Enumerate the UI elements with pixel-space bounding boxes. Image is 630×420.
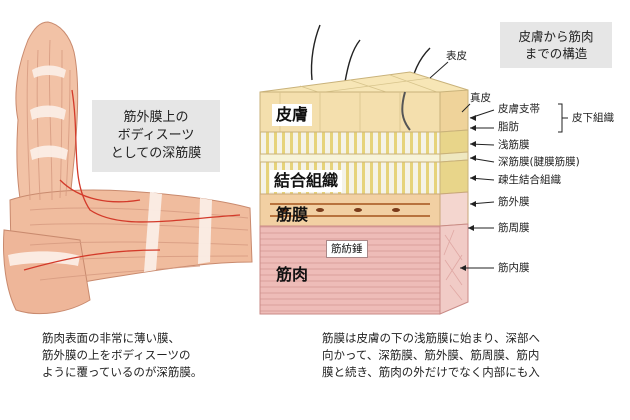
- left-caption-line-1: 筋肉表面の非常に薄い膜、: [42, 331, 180, 345]
- label-loose-connective-tissue: 疎生結合組織: [498, 174, 561, 186]
- block-label-skin: 皮膚: [272, 104, 313, 126]
- tissue-block-diagram: [259, 24, 469, 315]
- subcutaneous-bracket: [558, 103, 568, 133]
- left-info-box: 筋外膜上の ボディスーツ としての深筋膜: [92, 100, 220, 172]
- left-caption-line-2: 筋外膜の上をボディスーツの: [42, 348, 191, 362]
- left-box-line-2: ボディスーツ: [117, 128, 195, 143]
- hair-follicle: [401, 91, 411, 131]
- label-perimysium: 筋周膜: [498, 222, 530, 234]
- superficial-fascia-layer: [259, 153, 441, 163]
- left-box-line-3: としての深筋膜: [110, 146, 202, 161]
- label-deep-fascia: 深筋膜(腱膜筋膜): [498, 156, 580, 168]
- right-box-line-1: 皮膚から筋肉: [518, 29, 594, 44]
- left-caption-line-3: ように覆っているのが深筋膜。: [42, 365, 203, 379]
- block-label-connective-tissue: 結合組織: [270, 170, 343, 192]
- right-caption-line-2: 向かって、深筋膜、筋外膜、筋周膜、筋内: [322, 348, 540, 362]
- hair-1: [310, 24, 321, 81]
- block-label-muscle-spindle: 筋紡錘: [326, 240, 368, 258]
- label-epidermis: 表皮: [446, 50, 467, 62]
- right-box-line-2: までの構造: [524, 46, 588, 61]
- label-skin-retinacula: 皮膚支帯: [498, 103, 540, 115]
- subcutaneous-layer: [259, 131, 441, 155]
- label-fat: 脂肪: [498, 121, 519, 133]
- label-dermis: 真皮: [470, 92, 491, 104]
- arm-illustration: [3, 21, 253, 315]
- left-box-line-1: 筋外膜上の: [123, 110, 189, 125]
- block-label-fascia: 筋膜: [276, 205, 309, 224]
- left-caption: 筋肉表面の非常に薄い膜、 筋外膜の上をボディスーツの ように覆っているのが深筋膜…: [42, 330, 262, 381]
- block-label-muscle: 筋肉: [276, 265, 309, 284]
- right-info-box: 皮膚から筋肉 までの構造: [500, 22, 612, 68]
- label-epimysium: 筋外膜: [498, 196, 530, 208]
- right-caption-line-1: 筋膜は皮膚の下の浅筋膜に始まり、深部へ: [322, 331, 541, 345]
- label-superficial-fascia: 浅筋膜: [498, 139, 530, 151]
- elbow: [3, 229, 91, 315]
- right-caption: 筋膜は皮膚の下の浅筋膜に始まり、深部へ 向かって、深筋膜、筋外膜、筋周膜、筋内 …: [322, 330, 622, 381]
- label-endomysium: 筋内膜: [498, 262, 530, 274]
- hair-2: [344, 39, 361, 83]
- right-caption-line-3: 膜と続き、筋肉の外だけでなく内部にも入: [322, 365, 540, 379]
- label-subcutaneous-tissue: 皮下組織: [572, 112, 614, 124]
